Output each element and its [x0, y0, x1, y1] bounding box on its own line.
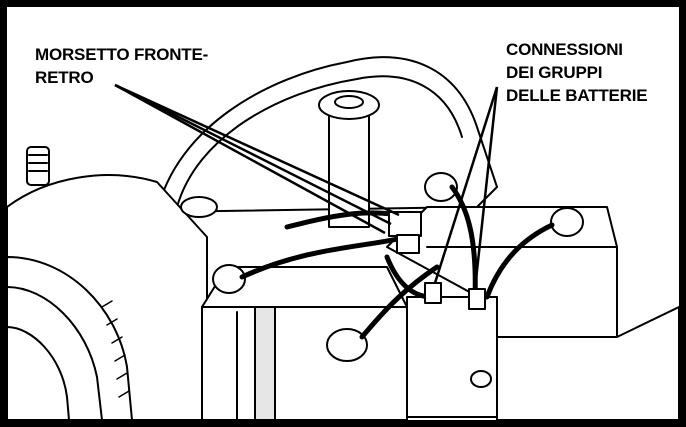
- leader-line: [433, 86, 499, 284]
- terminal-cap: [326, 328, 368, 362]
- callout-line: RETRO: [35, 68, 94, 87]
- hold-down-strap: [254, 306, 276, 420]
- seat-shell: [156, 56, 498, 213]
- knob: [470, 370, 492, 388]
- lever: [26, 146, 50, 186]
- battery-compartment-drawing: [7, 56, 679, 420]
- leader-line: [114, 83, 386, 235]
- terminal-cap: [424, 172, 458, 202]
- leader-line: [473, 86, 499, 290]
- callout-line: DELLE BATTERIE: [506, 86, 648, 105]
- callout-line: DEI GRUPPI: [506, 63, 603, 82]
- callout-front-rear-clamp: MORSETTO FRONTE- RETRO: [35, 43, 208, 89]
- leader-line: [114, 83, 392, 226]
- battery-plug: [468, 288, 486, 310]
- callout-battery-connections: CONNESSIONI DEI GRUPPI DELLE BATTERIE: [506, 38, 648, 107]
- center-block: [406, 296, 498, 418]
- callout-line: CONNESSIONI: [506, 40, 623, 59]
- floor-right: [496, 306, 679, 420]
- terminal-cap: [212, 264, 246, 294]
- battery-plug: [424, 282, 442, 304]
- terminal-cap: [550, 207, 584, 237]
- cable: [239, 234, 410, 280]
- cable: [359, 264, 440, 340]
- seat-rim: [176, 75, 463, 208]
- leader-line: [114, 83, 400, 217]
- wheel: [7, 256, 133, 420]
- callout-line: MORSETTO FRONTE-: [35, 45, 209, 64]
- connector-front-rear: [388, 211, 422, 237]
- cable: [484, 222, 555, 300]
